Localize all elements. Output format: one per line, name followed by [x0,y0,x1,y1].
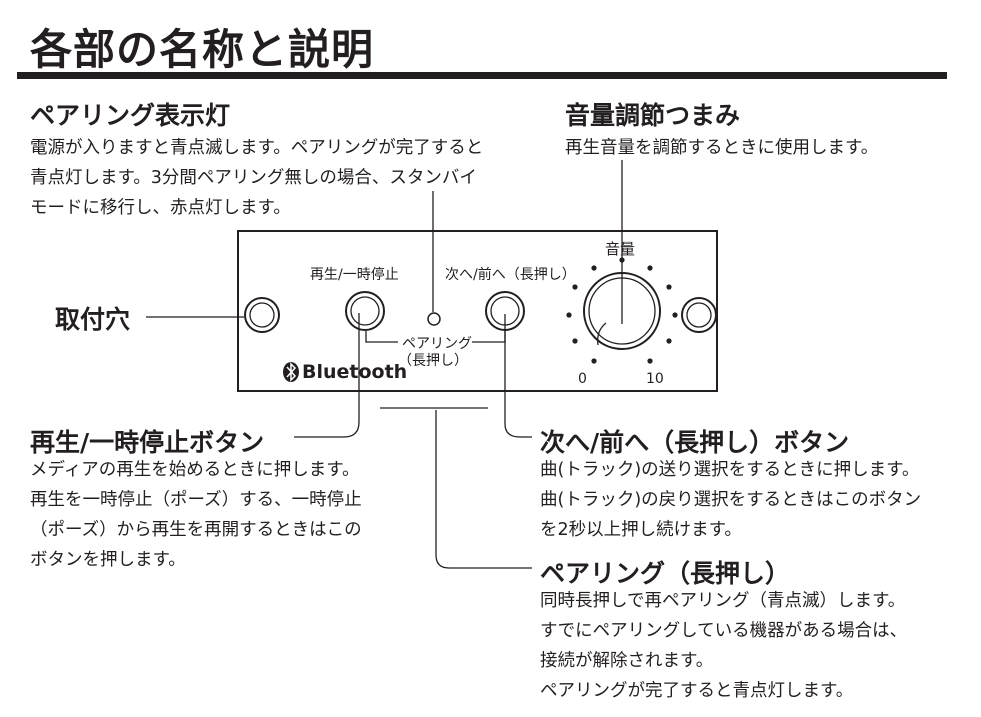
mount-hole-heading: 取付穴 [55,305,131,334]
next-prev-heading: 次へ/前へ（長押し）ボタン [540,428,850,457]
pairing-hold-heading: ペアリング（長押し） [540,559,791,588]
pairing-led-drawing [427,312,441,326]
device-panel [237,230,718,392]
mount-hole-left [244,297,280,333]
play-pause-description: メディアの再生を始めるときに押します。 再生を一時停止（ポーズ）する、一時停止 … [30,460,362,570]
next-prev-description: 曲(トラック)の送り選択をするときに押します。 曲(トラック)の戻り選択をすると… [540,460,922,540]
panel-pairing-hold-label: （長押し） [398,353,468,369]
panel-volume-min: 0 [578,371,587,387]
mount-hole-right [681,297,717,333]
panel-volume-max: 10 [646,371,664,387]
page-title: 各部の名称と説明 [30,25,375,74]
pairing-light-description: 電源が入りますと青点滅します。ペアリングが完了すると 青点灯します。3分間ペアリ… [30,138,484,218]
panel-pairing-label: ペアリング [402,336,472,352]
title-rule [17,72,947,79]
panel-play-label: 再生/一時停止 [310,267,399,283]
play-pause-heading: 再生/一時停止ボタン [30,428,265,457]
volume-knob-heading: 音量調節つまみ [565,101,741,130]
volume-knob-description: 再生音量を調節するときに使用します。 [565,138,879,158]
pairing-light-heading: ペアリング表示灯 [30,101,231,130]
volume-scale-dots [566,257,678,364]
play-pause-button-drawing [345,291,385,331]
bluetooth-brand: Bluetooth [302,361,408,383]
pairing-hold-description: 同時長押しで再ペアリング（青点滅）します。 すでにペアリングしている機器がある場… [540,591,908,701]
bluetooth-icon [283,362,299,382]
panel-volume-label: 音量 [605,240,636,258]
panel-next-label: 次へ/前へ（長押し） [445,267,576,283]
